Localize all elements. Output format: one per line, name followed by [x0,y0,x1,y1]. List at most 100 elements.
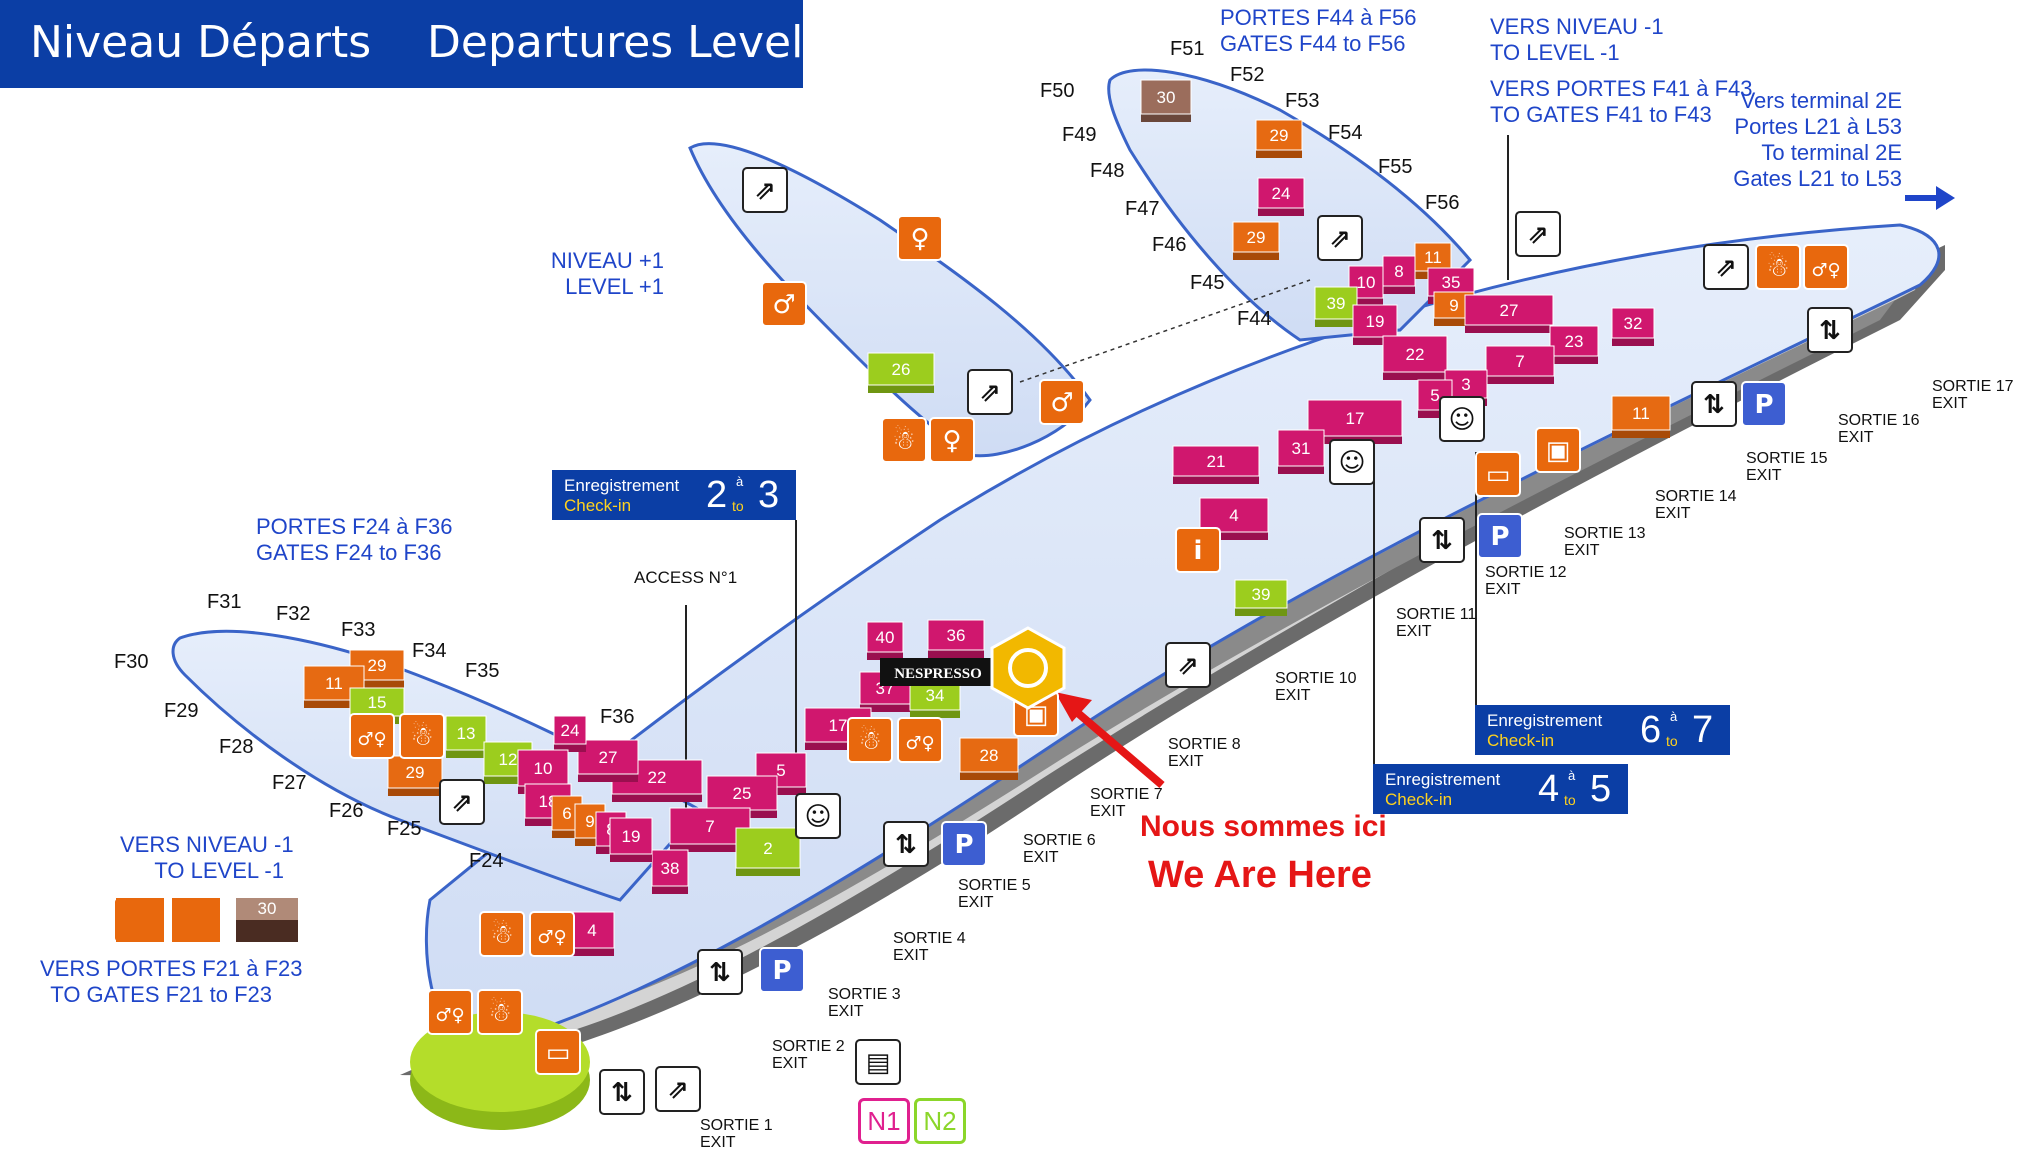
bus-line-n2[interactable]: N2 [914,1098,966,1144]
shop-number: 11 [1632,404,1650,423]
shop-29[interactable]: 29 [1255,119,1303,158]
shop-number: 28 [980,746,999,765]
shop-number: 10 [1357,273,1376,292]
svg-text:▤: ▤ [866,1048,891,1078]
shop-13[interactable]: 13 [445,715,487,758]
shop-number: 8 [1394,262,1403,281]
shop-4[interactable]: 4 [569,911,615,956]
shop-23[interactable]: 23 [1549,325,1599,364]
shop-29[interactable]: 29 [1232,221,1280,260]
shop-29[interactable]: 29 [387,755,443,796]
shop-22[interactable]: 22 [1382,335,1448,380]
shop-number: 29 [368,656,387,675]
shop-number: 19 [1366,312,1385,331]
lift-icon: ⇅ [599,1069,645,1115]
shop-39[interactable]: 39 [1234,579,1288,616]
wc-icon: ♂♀ [349,713,395,759]
shop-31[interactable]: 31 [1277,429,1325,474]
shop-21[interactable]: 21 [1172,445,1260,484]
woman-icon: ♀ [897,215,943,261]
arrow-terminal-2e[interactable] [1905,186,1955,210]
gate-label: F24 [469,850,504,872]
svg-text:P: P [954,830,973,860]
shop-19[interactable]: 19 [1352,304,1398,345]
shop-9[interactable]: 9 [574,803,606,846]
shop-number: 11 [325,674,343,693]
gate-label: F31 [207,591,242,613]
shop-2[interactable]: 2 [735,827,801,876]
shop-19[interactable]: 19 [609,817,653,862]
wc-icon: ♂♀ [1803,244,1849,290]
shop-number: 2 [763,839,772,858]
shop-32[interactable]: 32 [1611,307,1655,346]
shop-7[interactable]: 7 [1485,345,1555,384]
escalator-icon: ⇗ [1515,211,1561,257]
shop-number: 13 [457,724,476,743]
shop-39[interactable]: 39 [1314,286,1358,327]
escalator-icon: ⇗ [1703,244,1749,290]
shop-26[interactable]: 26 [867,352,935,393]
shop-number: 10 [534,759,553,778]
shop-27[interactable]: 27 [1464,294,1554,333]
svg-text:☺: ☺ [1338,448,1365,478]
shop-29[interactable]: 29 [349,649,405,688]
shop-number: 39 [1327,294,1346,313]
shop-number: 9 [585,812,594,831]
gate-label: F30 [114,651,149,673]
svg-text:♂♀: ♂♀ [537,927,566,948]
here-en: We Are Here [1148,854,1372,896]
bus-line-n1[interactable]: N1 [858,1098,910,1144]
svg-text:♀: ♀ [942,426,961,456]
shop-11[interactable]: 11 [1611,395,1671,438]
nespresso-label: NESPRESSO [894,666,982,682]
shop-24[interactable]: 24 [1257,177,1305,216]
svg-text:⇗: ⇗ [1329,224,1351,254]
shop-30[interactable]: 30 [1140,79,1192,122]
wc-icon: ♂♀ [897,717,943,763]
baby-icon: ☃ [399,713,445,759]
shop-4[interactable]: 4 [1199,497,1269,540]
gate-label: F44 [1237,308,1272,330]
svg-text:⇅: ⇅ [709,958,731,988]
shop-number: 31 [1292,439,1311,458]
svg-text:☃: ☃ [490,918,513,950]
shop-number: 7 [1515,352,1524,371]
shop-38[interactable]: 38 [651,849,689,894]
shop-8[interactable]: 8 [1382,255,1416,294]
gate-label: F46 [1152,234,1187,256]
shop-24[interactable]: 24 [553,715,587,752]
shop-number: 3 [1461,375,1470,394]
shop-number: 6 [562,804,571,823]
gate-label: F28 [219,736,254,758]
svg-text:♀: ♀ [910,224,929,254]
legend-30: 30 [236,898,298,942]
shop-36[interactable]: 36 [927,619,985,658]
svg-text:⇗: ⇗ [1715,253,1737,283]
svg-text:P: P [772,956,791,986]
gate-label: F26 [329,800,364,822]
svg-text:⇅: ⇅ [611,1078,633,1108]
svg-text:P: P [1490,522,1509,552]
lift-icon: ⇅ [883,821,929,867]
shop-40[interactable]: 40 [866,621,904,660]
escalator-icon: ⇗ [967,369,1013,415]
svg-text:☃: ☃ [488,996,511,1028]
baby-icon: ☃ [477,989,523,1035]
shop-27[interactable]: 27 [577,739,639,782]
svg-text:♂♀: ♂♀ [435,1005,464,1026]
svg-text:▭: ▭ [546,1038,571,1068]
gate-label: F35 [465,660,500,682]
shop-28[interactable]: 28 [959,737,1019,780]
woman-icon: ♀ [929,417,975,463]
card-icon: ▭ [535,1029,581,1075]
